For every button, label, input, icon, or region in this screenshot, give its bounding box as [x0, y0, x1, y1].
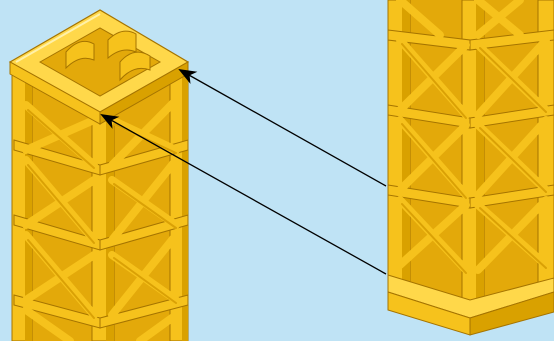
assembly-arrow-upper: [180, 70, 386, 186]
right-tower-section: [388, 0, 554, 335]
left-tower-post-mid-shade: [106, 95, 114, 341]
left-tower-section: [10, 10, 188, 341]
